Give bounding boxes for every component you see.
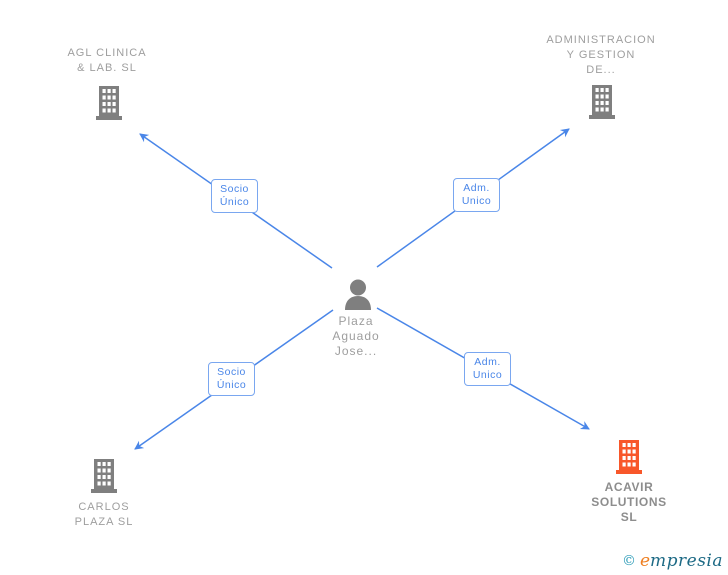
building-icon-highlighted[interactable]	[616, 440, 642, 476]
company-label-acavir-solutions[interactable]: ACAVIR SOLUTIONS SL	[591, 480, 667, 524]
brand-text: mpresia	[650, 551, 723, 571]
building-icon[interactable]	[96, 86, 122, 122]
edge-label-socio-unico-top: Socio Único	[211, 179, 258, 213]
building-icon[interactable]	[91, 459, 117, 495]
company-label-administracion-y-gestion[interactable]: ADMINISTRACION Y GESTION DE...	[546, 34, 656, 76]
copyright-icon: ©	[621, 553, 636, 569]
empresia-logo[interactable]: ©empresia	[622, 551, 723, 571]
person-icon[interactable]	[342, 279, 374, 310]
person-label-plaza-aguado-jose[interactable]: Plaza Aguado Jose...	[332, 314, 380, 358]
building-icon[interactable]	[589, 85, 615, 121]
edge-label-adm-unico-bottom: Adm. Unico	[464, 352, 511, 386]
company-label-carlos-plaza[interactable]: CARLOS PLAZA SL	[74, 501, 134, 528]
brand-letter-e: e	[639, 551, 650, 571]
company-label-agl-clinica[interactable]: AGL CLINICA & LAB. SL	[67, 47, 147, 74]
edge-label-adm-unico-top: Adm. Unico	[453, 178, 500, 212]
edge-label-socio-unico-bottom: Socio Único	[208, 362, 255, 396]
